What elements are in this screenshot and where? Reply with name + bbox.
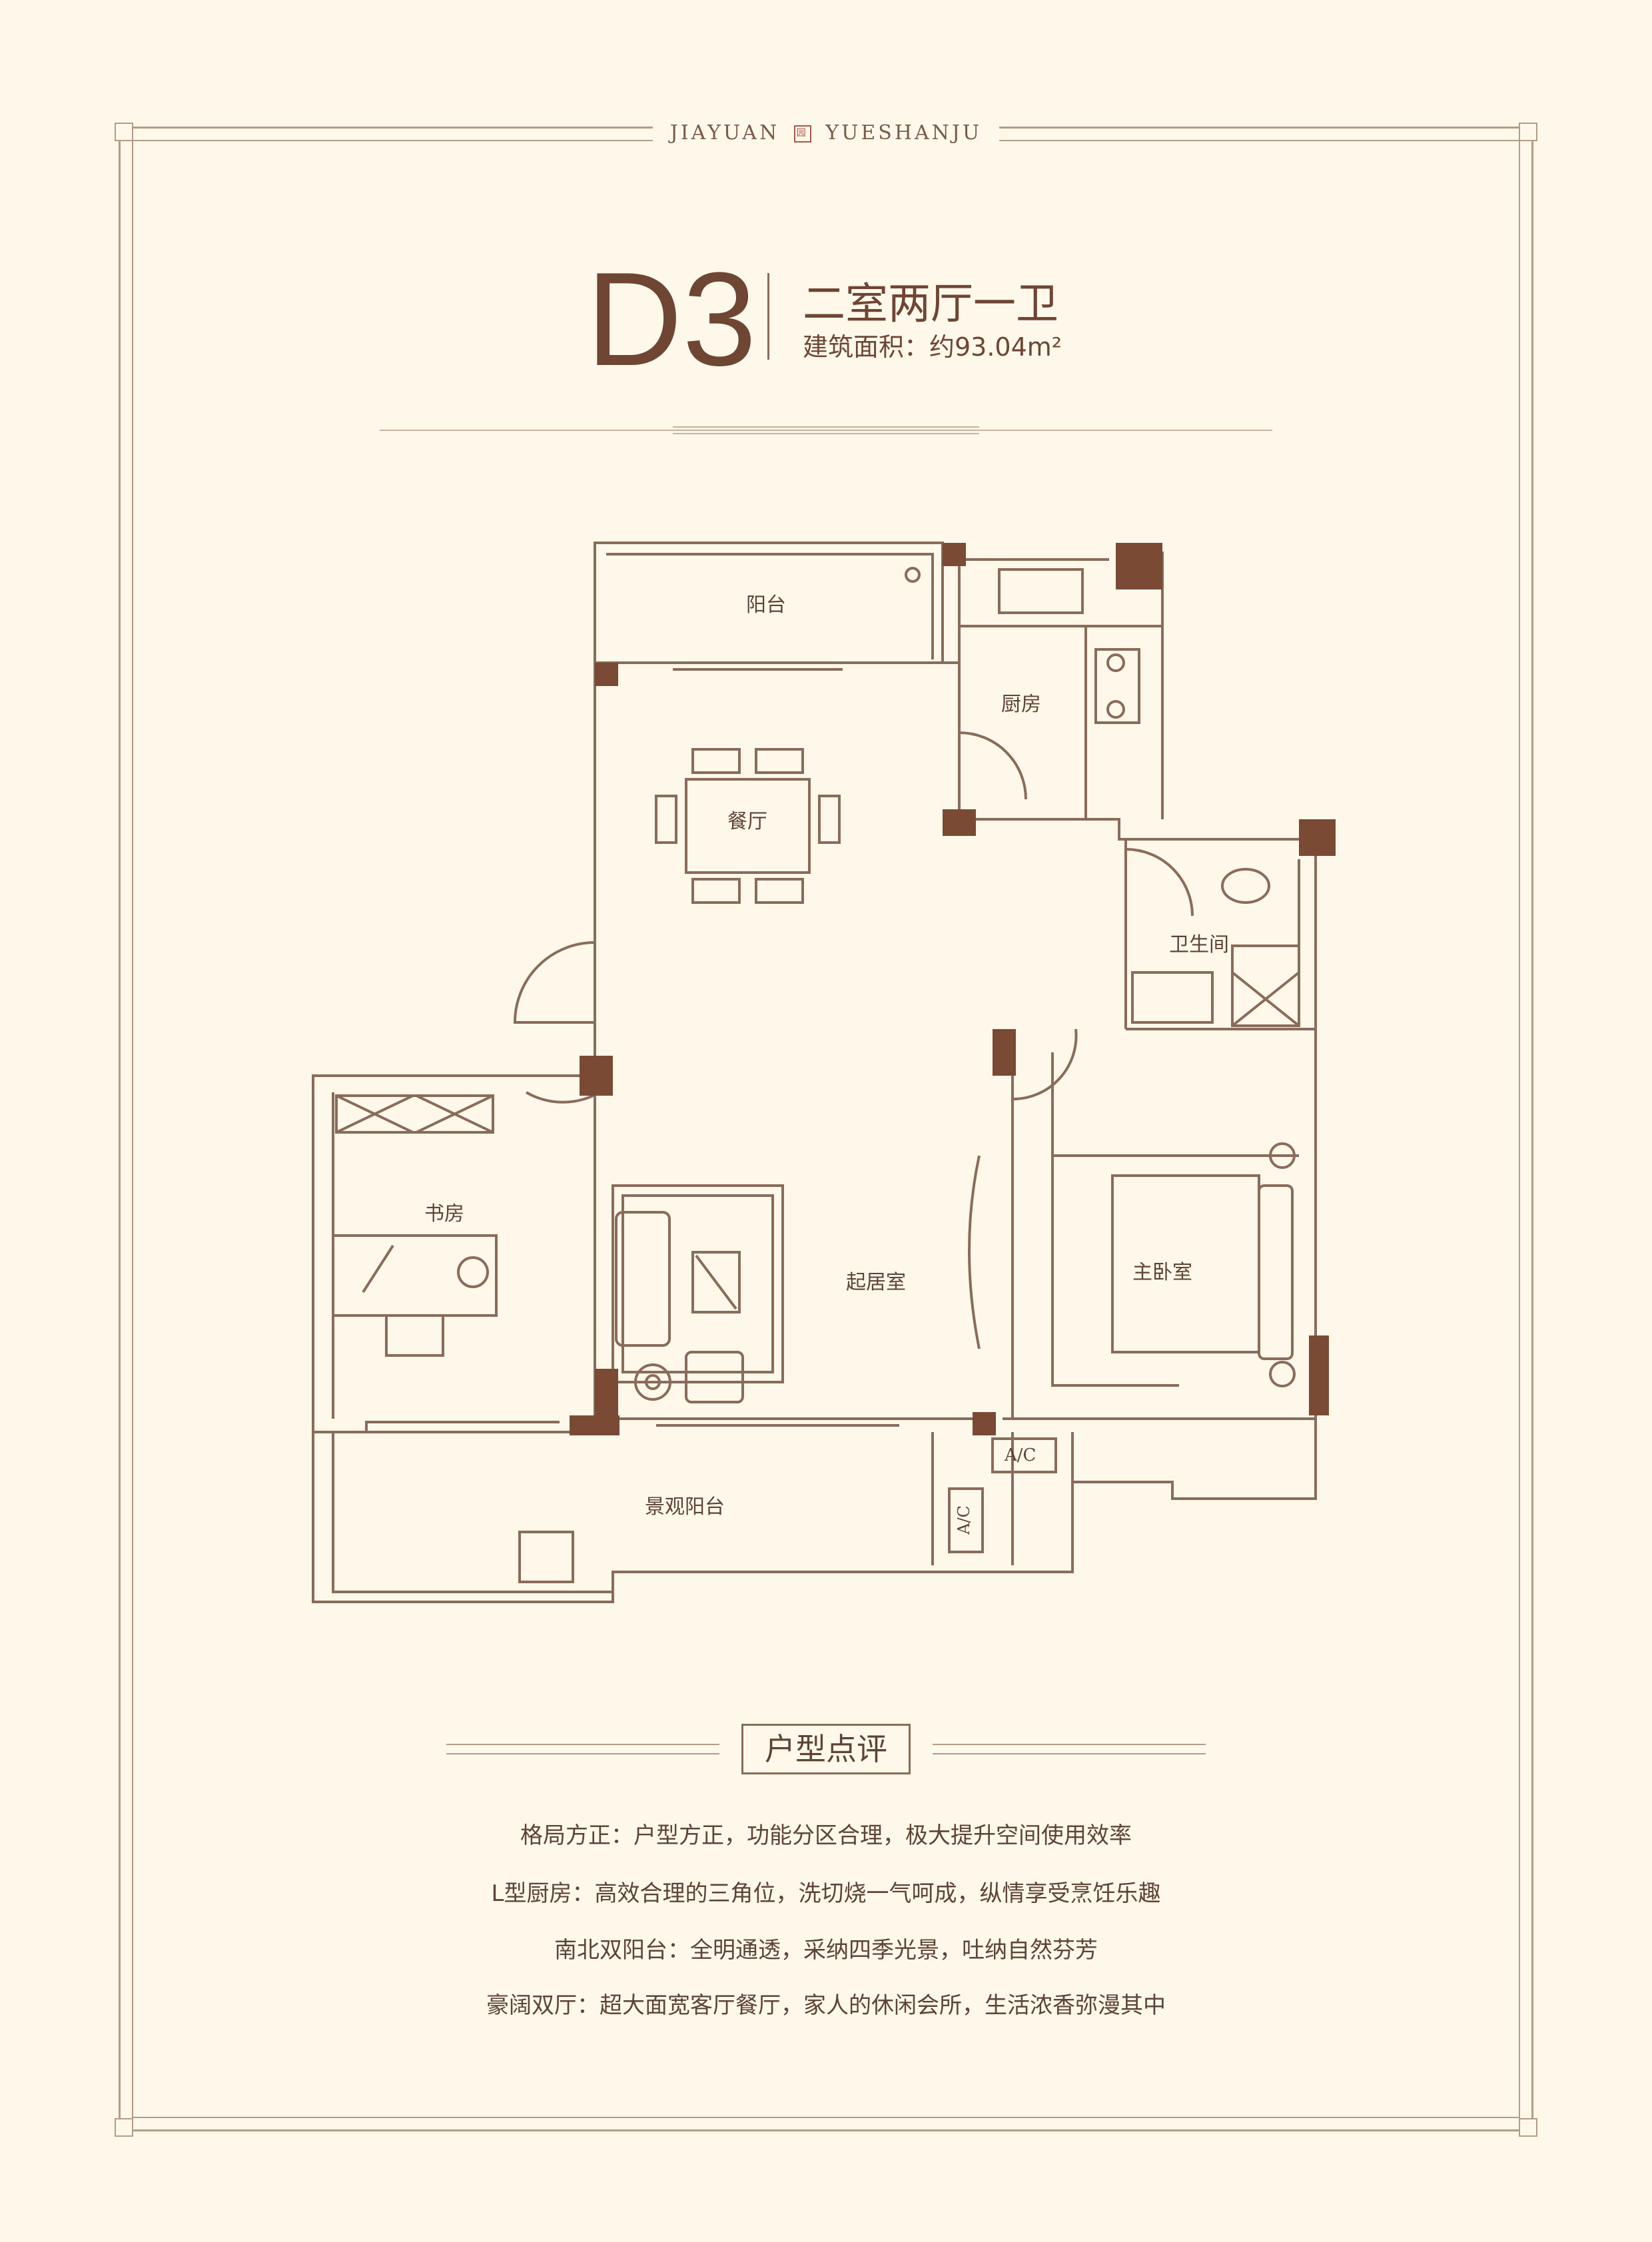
title-divider <box>767 273 769 360</box>
room-label-balcony: 阳台 <box>746 593 786 617</box>
review-line: 格局方正：户型方正，功能分区合理，极大提升空间使用效率 <box>520 1822 1132 1849</box>
brand-right: YUESHANJU <box>825 121 983 145</box>
unit-type: 二室两厅一卫 <box>803 280 1058 329</box>
title-rule-ornament <box>673 426 979 434</box>
review-line: 豪阔双厅：超大面宽客厅餐厅，家人的休闲会所，生活浓香弥漫其中 <box>486 1992 1166 2019</box>
brand-left: JIAYUAN <box>669 121 780 145</box>
title-rule <box>380 430 1272 431</box>
room-label-view-balcony: 景观阳台 <box>645 1495 725 1519</box>
room-label-dining: 餐厅 <box>727 810 767 833</box>
room-label-master: 主卧室 <box>1132 1261 1192 1284</box>
corner-ornament <box>1519 2118 1537 2137</box>
ac-label-2: A/C <box>954 1505 973 1535</box>
brand-seal: 园 <box>793 125 811 143</box>
unit-code: D3 <box>586 245 757 394</box>
corner-ornament <box>1519 123 1537 141</box>
review-line: L型厨房：高效合理的三角位，洗切烧一气呵成，纵情享受烹饪乐趣 <box>491 1880 1161 1907</box>
review-line: 南北双阳台：全明通透，采纳四季光景，吐纳自然芬芳 <box>554 1937 1098 1964</box>
review-rule-right <box>933 1744 1206 1754</box>
room-label-kitchen: 厨房 <box>1001 693 1041 716</box>
review-rule-left <box>446 1744 719 1754</box>
brand-header: JIAYUAN 园 YUESHANJU <box>0 121 1652 145</box>
corner-ornament <box>115 2118 133 2137</box>
review-title: 户型点评 <box>741 1724 911 1774</box>
room-label-bathroom: 卫生间 <box>1169 933 1229 956</box>
unit-area: 建筑面积：约93.04m² <box>803 332 1062 362</box>
corner-ornament <box>115 123 133 141</box>
room-label-study: 书房 <box>424 1202 464 1226</box>
room-label-living: 起居室 <box>846 1271 906 1294</box>
ac-label-1: A/C <box>1005 1445 1036 1465</box>
